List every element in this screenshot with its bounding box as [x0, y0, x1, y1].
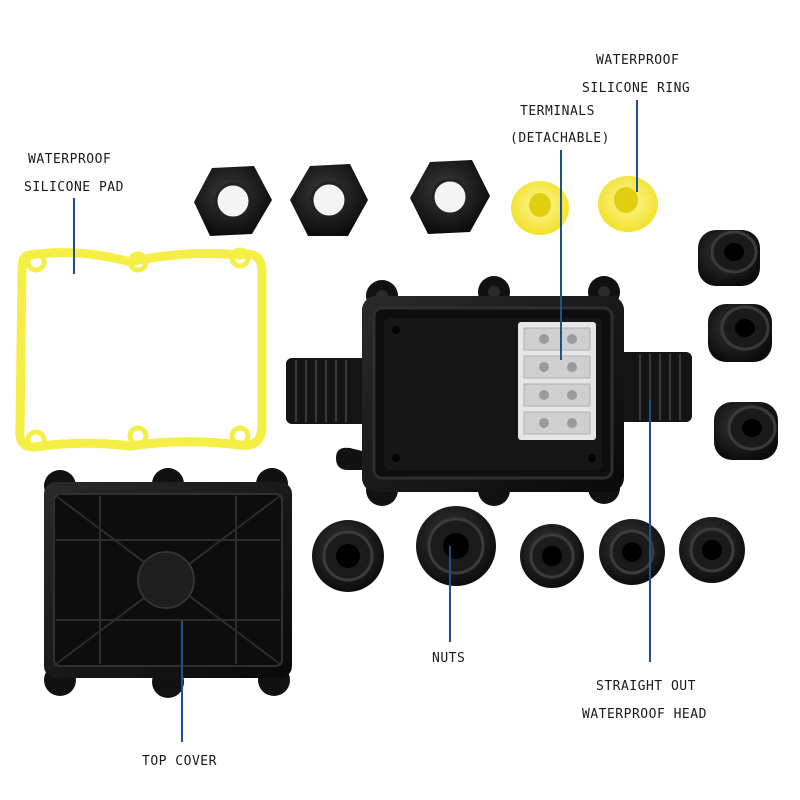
silicone-pad [15, 247, 267, 452]
round-nut-3 [520, 524, 584, 588]
label-straight-out-line2: WATERPROOF HEAD [582, 707, 707, 722]
leader-nuts [449, 546, 451, 642]
leader-terminals [560, 150, 562, 360]
hex-nut-1 [194, 166, 272, 236]
cable-gland-2 [708, 304, 772, 362]
terminal-block [518, 322, 596, 440]
label-silicone-ring-line1: WATERPROOF [596, 53, 680, 68]
label-terminals-line2: (DETACHABLE) [510, 131, 610, 146]
round-nut-5 [679, 517, 745, 583]
hex-nut-3 [410, 160, 490, 234]
round-nut-1 [312, 520, 384, 592]
round-nut-4 [599, 519, 665, 585]
label-silicone-pad-line2: SILICONE PAD [24, 180, 124, 195]
silicone-ring-1 [511, 181, 569, 235]
hex-nut-2 [290, 164, 368, 236]
round-nut-2 [416, 506, 496, 586]
label-silicone-ring-line2: SILICONE RING [582, 81, 691, 96]
junction-box [286, 276, 692, 506]
label-straight-out-line1: STRAIGHT OUT [596, 679, 696, 694]
label-nuts: NUTS [432, 651, 466, 666]
label-terminals-line1: TERMINALS [520, 104, 595, 119]
leader-top-cover [181, 620, 183, 742]
silicone-ring-2 [598, 176, 658, 232]
cable-gland-3 [714, 402, 778, 460]
leader-straight-out-head [649, 400, 651, 662]
leader-silicone-ring [636, 100, 638, 192]
leader-silicone-pad [73, 198, 75, 274]
label-top-cover: TOP COVER [142, 754, 217, 769]
cable-gland-1 [698, 230, 760, 286]
top-cover [44, 468, 292, 698]
label-silicone-pad-line1: WATERPROOF [28, 152, 112, 167]
